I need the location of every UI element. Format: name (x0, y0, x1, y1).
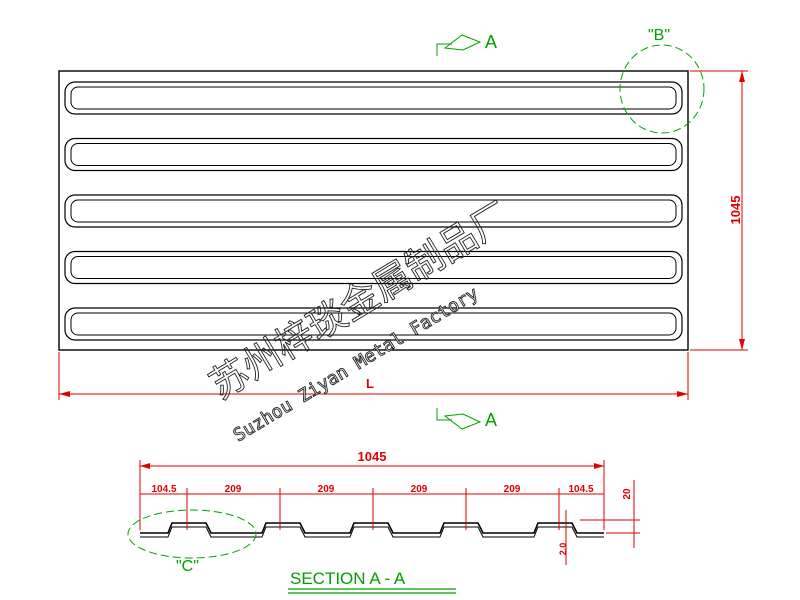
segment-label: 104.5 (151, 484, 176, 495)
detail-c-label: "C" (176, 558, 199, 575)
section-marker-top: A (436, 32, 497, 56)
dim-segments: 104.5 209 209 209 209 104.5 (139, 484, 605, 530)
slot-group (64, 81, 683, 341)
detail-b: "B" (619, 27, 705, 134)
segment-label: 209 (318, 484, 335, 495)
slot-outer (64, 307, 683, 341)
section-arrow-bottom (436, 408, 452, 421)
dim-rib-height: 20 (580, 480, 640, 548)
plan-view (58, 70, 689, 351)
dim-width-label: 1045 (728, 196, 743, 225)
dim-rib-height-label: 20 (622, 488, 633, 500)
detail-c: "C" (127, 509, 257, 575)
detail-b-circle (619, 44, 705, 134)
dim-section-total: 1045 (139, 449, 605, 530)
detail-c-circle (127, 509, 257, 559)
dim-length-label: L (366, 376, 374, 391)
dim-thickness: 2.0 (558, 510, 568, 565)
slot-outer (64, 194, 683, 228)
dim-length: L (58, 352, 689, 400)
slot-inner (70, 143, 677, 166)
section-title: SECTION A - A (288, 569, 456, 594)
segment-label: 209 (225, 484, 242, 495)
section-view (140, 522, 604, 538)
segment-label: 209 (504, 484, 521, 495)
segment-label: 104.5 (568, 484, 593, 495)
slot-inner (70, 199, 677, 223)
section-profile (140, 522, 604, 534)
dim-section-total-label: 1045 (358, 449, 387, 464)
dim-width: 1045 (690, 70, 748, 351)
watermark: 苏州梓琰金属制品厂 Suzhou Ziyan Metal Factory (202, 193, 519, 446)
section-marker-bottom: A (436, 408, 497, 430)
slot-outer (64, 137, 683, 172)
panel-outline (58, 70, 689, 351)
section-arrow-top (436, 43, 452, 56)
slot-inner (70, 312, 677, 336)
detail-b-label: "B" (648, 27, 670, 44)
section-label-top: A (485, 32, 497, 52)
slot-inner (70, 256, 677, 279)
section-title-text: SECTION A - A (290, 569, 406, 588)
dim-thickness-label: 2.0 (558, 543, 568, 556)
slot-outer (64, 81, 683, 115)
slot-outer (64, 250, 683, 285)
segment-label: 209 (411, 484, 428, 495)
section-label-bottom: A (485, 410, 497, 430)
slot-inner (70, 86, 677, 110)
